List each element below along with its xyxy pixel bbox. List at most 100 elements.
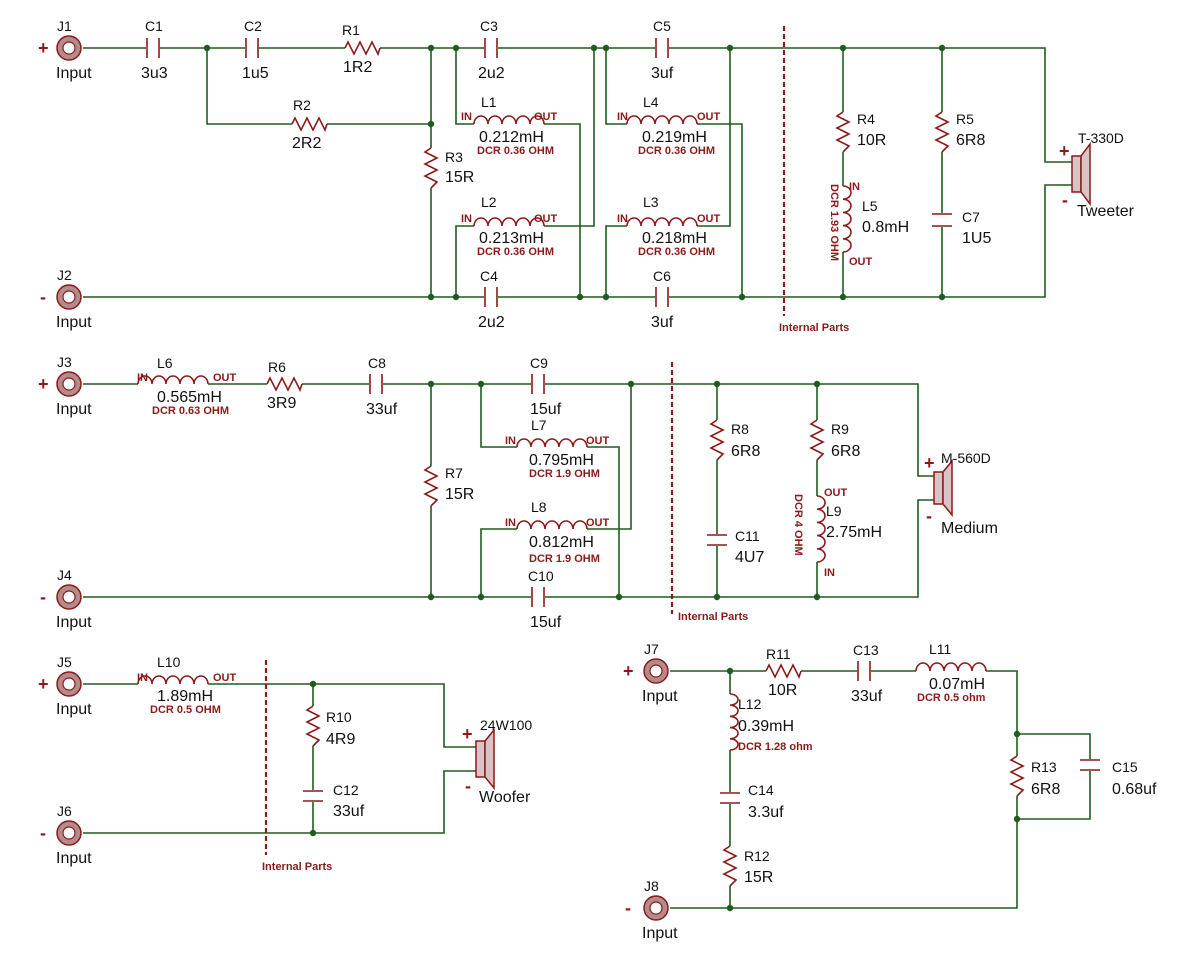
junction-dots-2 <box>427 380 821 601</box>
l12-value: 0.39mH <box>738 718 794 735</box>
woofer-name: Woofer <box>479 789 531 806</box>
c7-ref: C7 <box>962 209 980 225</box>
jack-j8-sign: - <box>625 898 631 918</box>
l4-pin-out: OUT <box>697 111 721 123</box>
jack-j2-label: Input <box>56 314 92 331</box>
woofer-section: + J5 Input - J6 Input L10 IN OUT 1.89mH … <box>38 654 532 873</box>
jack-j1-sign: + <box>38 38 49 58</box>
l7-dcr: DCR 1.9 OHM <box>529 468 600 480</box>
r13-value: 6R8 <box>1031 781 1060 798</box>
l9-pin-out: OUT <box>824 487 848 499</box>
resistor-r10: R10 4R9 <box>305 705 355 748</box>
tweeter-section: + J1 Input - J2 Input C1 3u3 C2 1u5 R1 <box>38 18 1135 334</box>
c14-ref: C14 <box>748 782 774 798</box>
inductor-l11: L11 0.07mH DCR 0.5 ohm <box>915 641 987 704</box>
c10-value: 15uf <box>530 614 562 631</box>
r10-ref: R10 <box>326 709 352 725</box>
l2-dcr: DCR 0.36 OHM <box>477 246 554 258</box>
c4-value: 2u2 <box>478 314 505 331</box>
c6-ref: C6 <box>653 268 671 284</box>
l6-pin-in: IN <box>137 372 148 384</box>
jack-j1-label: Input <box>56 65 92 82</box>
l3-pin-in: IN <box>617 213 628 225</box>
c12-ref: C12 <box>333 782 359 798</box>
jack-j2-ref: J2 <box>57 267 72 283</box>
resistor-r7: R7 15R <box>423 465 474 507</box>
l3-ref: L3 <box>643 194 659 210</box>
l9-value: 2.75mH <box>826 524 882 541</box>
internal-parts-divider-3: Internal Parts <box>262 660 332 873</box>
jack-j6-ref: J6 <box>57 803 72 819</box>
l5-dcr: DCR 1.93 OHM <box>828 184 840 261</box>
l1-pin-out: OUT <box>534 111 558 123</box>
internal-parts-divider-2: Internal Parts <box>670 362 748 623</box>
resistor-r6: R6 3R9 <box>266 359 303 412</box>
c13-value: 33uf <box>851 688 883 705</box>
c15-value: 0.68uf <box>1112 781 1157 798</box>
c3-value: 2u2 <box>478 65 505 82</box>
woofer-model: 24W100 <box>480 717 532 733</box>
r6-ref: R6 <box>268 359 286 375</box>
tweeter-model: T-330D <box>1078 130 1124 146</box>
jack-j6: - J6 Input <box>40 803 92 867</box>
r4-value: 10R <box>857 132 886 149</box>
r1-ref: R1 <box>342 22 360 38</box>
resistor-r11: R11 10R <box>765 646 802 699</box>
capacitor-c3: C3 2u2 <box>478 18 505 82</box>
l10-pin-out: OUT <box>213 672 237 684</box>
jack-j1-ref: J1 <box>57 18 72 34</box>
capacitor-c10: C10 15uf <box>528 568 562 631</box>
c14-value: 3.3uf <box>748 804 784 821</box>
inductor-l2: L2 IN OUT 0.213mH DCR 0.36 OHM <box>461 194 558 258</box>
jack-j2: - J2 Input <box>40 267 92 331</box>
jack-j5-ref: J5 <box>57 654 72 670</box>
l10-value: 1.89mH <box>157 688 213 705</box>
l7-pin-in: IN <box>505 435 516 447</box>
r5-value: 6R8 <box>956 132 985 149</box>
resistor-r8: R8 6R8 <box>709 419 760 461</box>
r3-value: 15R <box>445 169 474 186</box>
l5-value: 0.8mH <box>862 219 909 236</box>
r9-value: 6R8 <box>831 443 860 460</box>
l7-ref: L7 <box>531 417 547 433</box>
c1-ref: C1 <box>145 18 163 34</box>
jack-j5-label: Input <box>56 701 92 718</box>
l7-pin-out: OUT <box>586 435 610 447</box>
r11-value: 10R <box>768 682 797 699</box>
l2-value: 0.213mH <box>479 230 544 247</box>
jack-j7-ref: J7 <box>644 641 659 657</box>
r3-ref: R3 <box>445 149 463 165</box>
c9-ref: C9 <box>530 355 548 371</box>
c15-ref: C15 <box>1112 759 1138 775</box>
tweeter-name: Tweeter <box>1077 203 1135 220</box>
l9-pin-in: IN <box>824 567 835 579</box>
inductor-l6: L6 IN OUT 0.565mH DCR 0.63 OHM <box>137 355 237 417</box>
l1-value: 0.212mH <box>479 129 544 146</box>
jack-j3: + J3 Input <box>38 354 92 418</box>
r8-value: 6R8 <box>731 443 760 460</box>
resistor-r1: R1 1R2 <box>342 22 381 76</box>
capacitor-c14: C14 3.3uf <box>720 782 784 821</box>
medium-name: Medium <box>941 520 998 537</box>
l6-value: 0.565mH <box>157 389 222 406</box>
c11-value: 4U7 <box>735 549 764 566</box>
capacitor-c13: C13 33uf <box>851 642 883 705</box>
capacitor-c2: C2 1u5 <box>242 18 269 82</box>
r2-ref: R2 <box>293 97 311 113</box>
r9-ref: R9 <box>831 421 849 437</box>
c4-ref: C4 <box>480 268 498 284</box>
jack-j7: + J7 Input <box>623 641 678 705</box>
l8-value: 0.812mH <box>529 534 594 551</box>
jack-j4-sign: - <box>40 587 46 607</box>
l11-ref: L11 <box>929 641 952 657</box>
c2-value: 1u5 <box>242 65 269 82</box>
junction-dots <box>203 44 946 301</box>
c13-ref: C13 <box>853 642 879 658</box>
speaker-medium: + - M-560D Medium <box>924 450 998 537</box>
jack-j7-sign: + <box>623 661 634 681</box>
r10-value: 4R9 <box>326 731 355 748</box>
resistor-r4: R4 10R <box>835 111 886 153</box>
c7-value: 1U5 <box>962 230 991 247</box>
c9-value: 15uf <box>530 401 562 418</box>
medium-minus: - <box>926 506 932 526</box>
